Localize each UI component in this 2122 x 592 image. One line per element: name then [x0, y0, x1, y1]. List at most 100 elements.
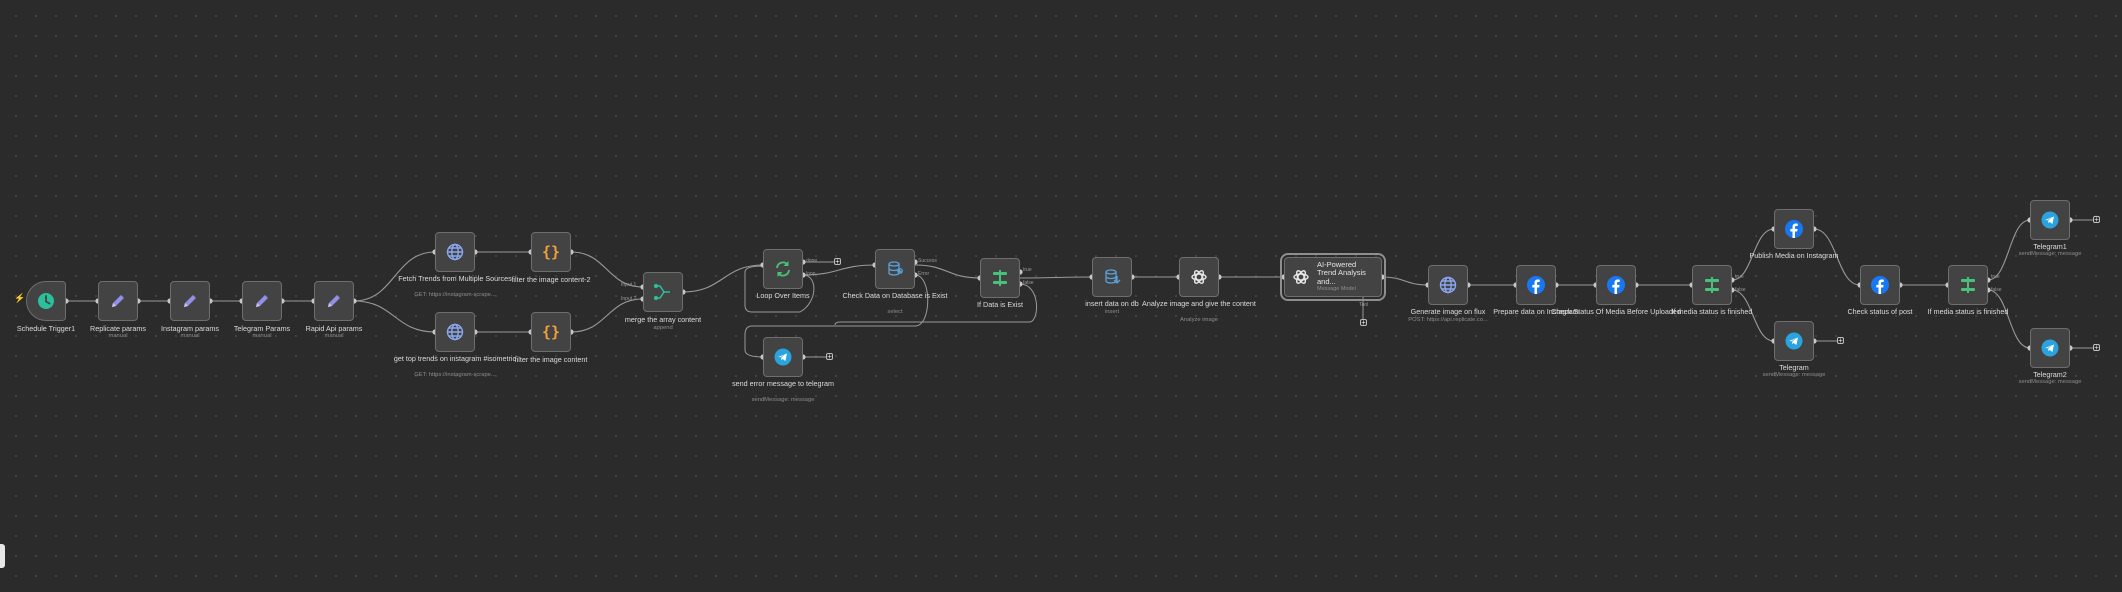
output-label: Error [918, 271, 930, 277]
add-tool-button[interactable]: + [1360, 318, 1367, 327]
output-label: false [1991, 287, 2002, 293]
globe-icon [445, 322, 465, 342]
connection-wire[interactable] [834, 283, 1038, 326]
connection-wire[interactable] [744, 274, 929, 358]
connection-wire[interactable] [1381, 276, 1429, 286]
connection-wire[interactable] [1987, 289, 2031, 349]
node-subtitle: manual [324, 333, 344, 339]
node-label: Generate image on flux [1410, 307, 1486, 316]
svg-text:{}: {} [542, 243, 560, 261]
node-schedule-trigger[interactable] [26, 281, 66, 321]
node-label: If media status is finished [1927, 307, 2009, 316]
node-ai-trend-analysis[interactable]: AI-Powered Trend Analysis and... Message… [1280, 253, 1386, 301]
connection-wire[interactable] [570, 298, 644, 333]
database-icon [885, 259, 905, 279]
connection-wire[interactable] [802, 264, 876, 276]
node-label: filter the image content-2 [511, 275, 591, 284]
connection-wire[interactable] [353, 300, 436, 333]
connection-wire[interactable] [682, 264, 764, 293]
node-send-error-telegram[interactable] [763, 337, 803, 377]
facebook-icon [1526, 275, 1546, 295]
add-node-button[interactable]: + [2093, 343, 2100, 352]
trigger-bolt-icon: ⚡ [14, 293, 26, 303]
clock-icon [36, 291, 56, 311]
node-label: Schedule Trigger1 [16, 324, 76, 333]
node-subtitle: sendMessage: message [2018, 251, 2082, 257]
node-label: insert data on db [1085, 299, 1139, 308]
database-icon [1102, 267, 1122, 287]
node-label: Check Data on Database is Exist [842, 291, 948, 300]
node-label: filter the image content [514, 355, 588, 364]
node-telegram2[interactable] [2030, 328, 2070, 368]
connection-wire[interactable] [914, 264, 981, 279]
node-filter-image-content-2[interactable]: {} [531, 232, 571, 272]
connection-wire[interactable] [353, 251, 436, 302]
node-label: Prepare data on Instagram [1493, 307, 1579, 316]
node-subtitle: sendMessage: message [751, 397, 815, 403]
add-node-button[interactable]: + [826, 352, 833, 361]
connection-wire[interactable] [1019, 276, 1093, 279]
node-telegram[interactable] [1774, 321, 1814, 361]
node-label: Replicate params [90, 324, 146, 333]
node-label: Analyze image and give the content [1142, 299, 1256, 308]
node-filter-image-content[interactable]: {} [531, 312, 571, 352]
connection-wire[interactable] [1813, 228, 1861, 286]
node-check-data-database[interactable] [875, 249, 915, 289]
node-replicate-params[interactable] [98, 281, 138, 321]
input-label: Input 1 [621, 282, 637, 288]
node-label: merge the array content [624, 315, 702, 324]
connection-wire[interactable] [1731, 228, 1775, 281]
globe-icon [445, 242, 465, 262]
input-label: Input 2 [621, 296, 637, 302]
svg-text:{}: {} [542, 323, 560, 341]
node-telegram1[interactable] [2030, 200, 2070, 240]
node-insert-data-db[interactable] [1092, 257, 1132, 297]
node-label: Instagram params [161, 324, 219, 333]
node-merge-array[interactable] [643, 272, 683, 312]
node-loop-over-items[interactable] [763, 249, 803, 289]
node-subtitle: Analyze image [1179, 317, 1219, 323]
node-if-media-finished-2[interactable] [1948, 265, 1988, 305]
connection-wire[interactable] [1987, 219, 2031, 281]
node-publish-media[interactable] [1774, 209, 1814, 249]
node-prepare-data-instagram[interactable] [1516, 265, 1556, 305]
node-if-data-exist[interactable] [980, 258, 1020, 298]
node-fetch-trends[interactable] [435, 232, 475, 272]
output-label: true [1735, 274, 1744, 280]
node-label: send error message to telegram [732, 379, 834, 388]
node-check-status-post[interactable] [1860, 265, 1900, 305]
node-subtitle: POST: https://api.replicate.co... [1408, 317, 1488, 323]
output-label: Success [918, 258, 937, 264]
node-generate-image-flux[interactable] [1428, 265, 1468, 305]
braces-icon: {} [541, 242, 561, 262]
node-get-top-trends[interactable] [435, 312, 475, 352]
globe-icon [1438, 275, 1458, 295]
side-panel-handle[interactable] [0, 544, 5, 568]
node-rapid-api-params[interactable] [314, 281, 354, 321]
connection-wire[interactable] [1731, 289, 1775, 342]
node-label: Telegram Params [233, 324, 291, 333]
node-label: Check status of post [1847, 307, 1913, 316]
node-check-status-media[interactable] [1596, 265, 1636, 305]
add-node-button[interactable]: + [2093, 215, 2100, 224]
connector-label: Tool [1359, 302, 1369, 308]
node-subtitle: sendMessage: message [2018, 379, 2082, 385]
node-label: Fetch Trends from Multiple Sources [398, 274, 512, 283]
facebook-icon [1606, 275, 1626, 295]
if-icon [990, 268, 1010, 288]
node-label: Check Status Of Media Before Uploaded [1551, 307, 1681, 316]
add-node-button[interactable]: + [834, 257, 841, 266]
node-subtitle: sendMessage: message [1762, 372, 1826, 378]
output-label: done [806, 258, 818, 264]
add-node-button[interactable]: + [1837, 336, 1844, 345]
merge-icon [653, 282, 673, 302]
node-instagram-params[interactable] [170, 281, 210, 321]
node-if-media-finished-1[interactable] [1692, 265, 1732, 305]
node-analyze-image[interactable] [1179, 257, 1219, 297]
node-label: Telegram1 [2033, 242, 2067, 251]
pencil-icon [252, 291, 272, 311]
node-telegram-params[interactable] [242, 281, 282, 321]
connection-wire[interactable] [744, 265, 815, 313]
connection-wire[interactable] [570, 251, 644, 288]
